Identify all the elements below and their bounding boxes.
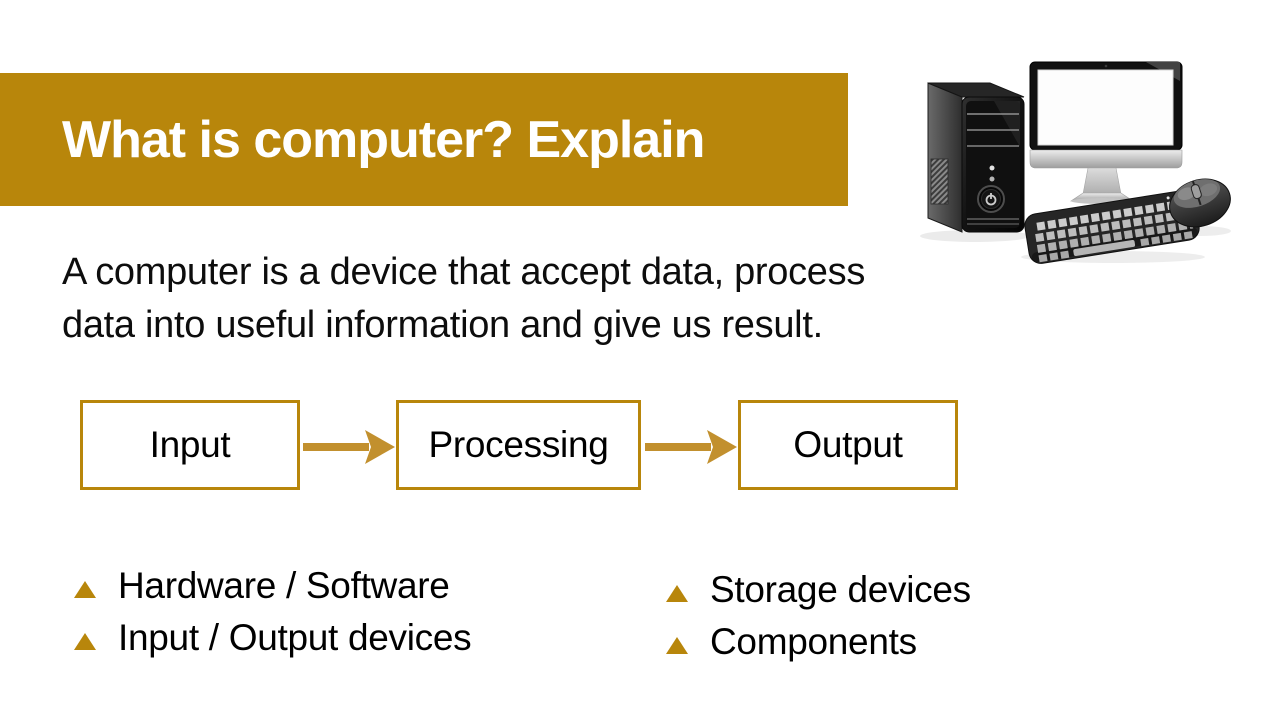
keyboard-icon — [1024, 190, 1200, 264]
flow-box-output-label: Output — [793, 424, 903, 465]
tower-pc-icon — [927, 82, 1025, 233]
list-item-label: Input / Output devices — [118, 617, 472, 658]
triangle-bullet-icon — [74, 580, 96, 598]
list-item-label: Hardware / Software — [118, 565, 450, 606]
list-item: Input / Output devices — [74, 612, 472, 664]
list-item-label: Storage devices — [710, 569, 971, 610]
list-item: Hardware / Software — [74, 560, 471, 612]
right-arrow-icon — [645, 430, 737, 464]
flow-box-processing: Processing — [396, 400, 641, 490]
triangle-bullet-icon — [666, 584, 688, 602]
page-title: What is computer? Explain — [62, 110, 705, 169]
flow-box-input-label: Input — [149, 424, 231, 465]
list-item-label: Components — [710, 621, 917, 662]
monitor-icon — [1029, 61, 1183, 204]
title-band: What is computer? Explain — [0, 73, 848, 206]
list-item: Storage devices — [666, 564, 971, 616]
flow-box-processing-label: Processing — [428, 424, 609, 465]
intro-line-2: data into useful information and give us… — [62, 304, 823, 346]
bullet-list-right: Storage devices Components — [666, 564, 971, 668]
bullet-list-left: Hardware / Software Input / Output devic… — [74, 560, 472, 664]
mouse-icon — [1169, 178, 1231, 228]
triangle-bullet-icon — [666, 636, 688, 654]
intro-text: A computer is a device that accept data,… — [62, 246, 865, 352]
flow-box-input: Input — [80, 400, 300, 490]
triangle-bullet-icon — [74, 632, 96, 650]
desktop-computer-illustration — [920, 61, 1231, 264]
right-arrow-icon — [303, 430, 395, 464]
list-item: Components — [666, 616, 971, 668]
flow-box-output: Output — [738, 400, 958, 490]
shadow — [920, 230, 1030, 242]
intro-line-1: A computer is a device that accept data,… — [62, 251, 866, 293]
